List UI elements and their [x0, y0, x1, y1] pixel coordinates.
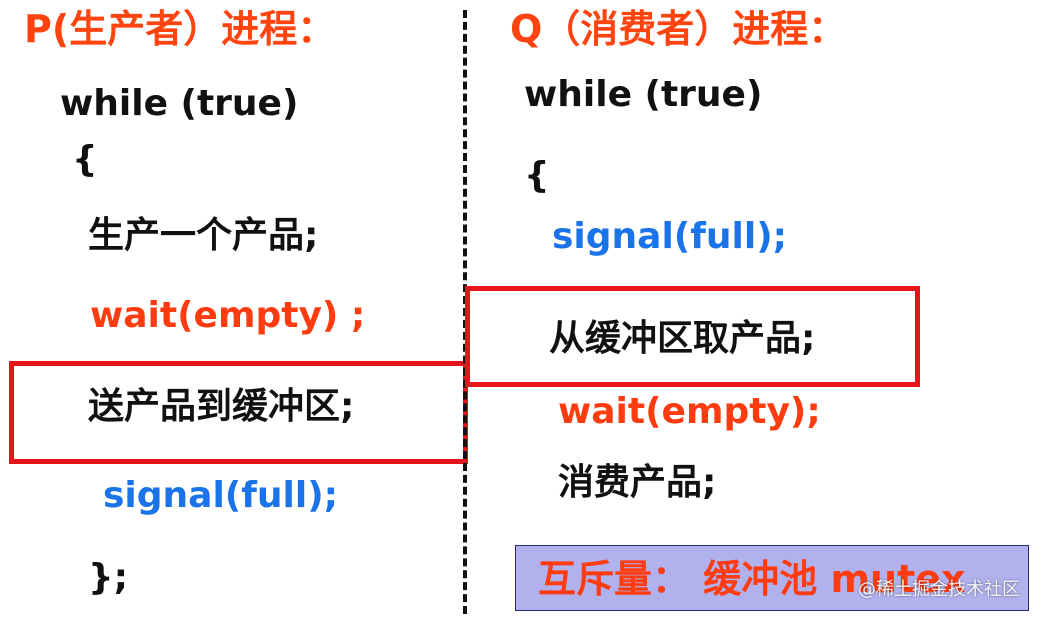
producer-produce-line: 生产一个产品; [88, 215, 319, 256]
watermark: @稀土掘金技术社区 [858, 579, 1020, 600]
producer-open-brace: { [72, 139, 98, 180]
consumer-open-brace: { [524, 155, 550, 196]
consumer-wait-line: wait(empty); [558, 391, 821, 432]
mutex-box: 互斥量： 缓冲池 mutex [515, 545, 1029, 611]
producer-close-brace: }; [88, 557, 129, 598]
producer-while-line: while (true) [60, 83, 299, 124]
consumer-consume-line: 消费产品; [558, 462, 717, 503]
producer-critical-section-box [9, 361, 468, 464]
consumer-while-line: while (true) [524, 74, 763, 115]
consumer-critical-section-box [465, 286, 920, 387]
producer-put-line: 送产品到缓冲区; [88, 386, 355, 427]
consumer-take-line: 从缓冲区取产品; [549, 318, 816, 359]
producer-signal-line: signal(full); [103, 475, 339, 516]
producer-wait-line: wait(empty) ; [90, 295, 366, 336]
mutex-label: 互斥量： 缓冲池 mutex [538, 557, 966, 601]
consumer-signal-line: signal(full); [552, 216, 788, 257]
consumer-title: Q（消费者）进程： [510, 7, 847, 51]
producer-title: P(生产者）进程： [24, 7, 336, 51]
